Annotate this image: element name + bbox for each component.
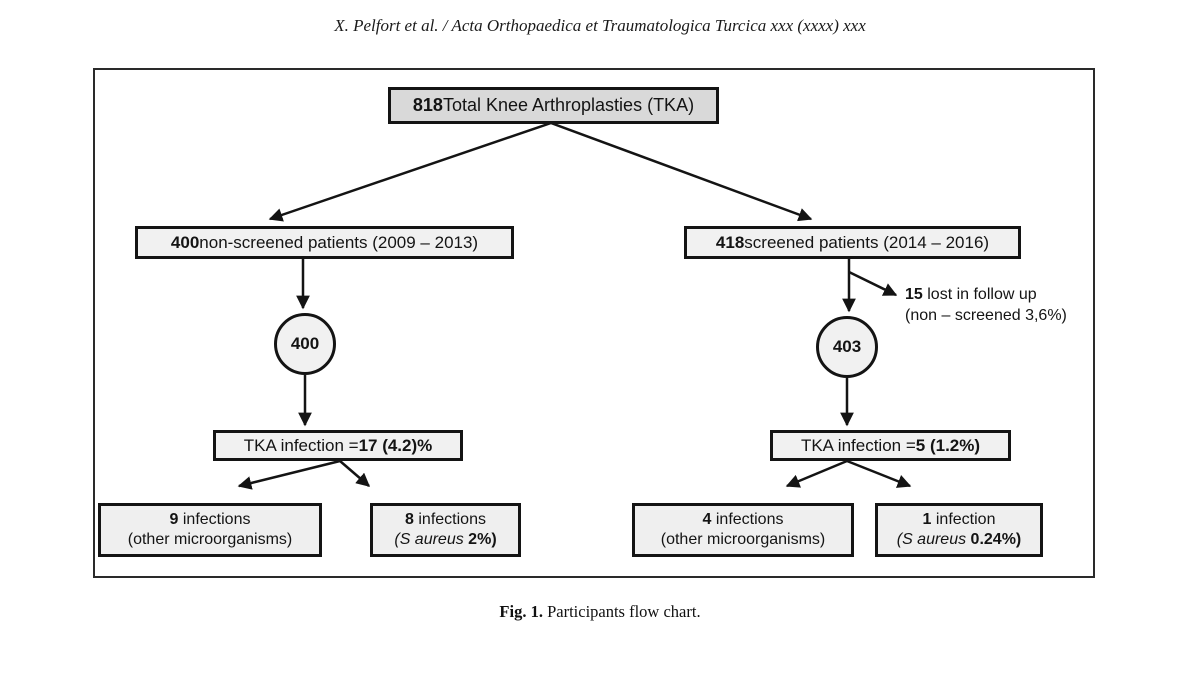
total-tka-count: 818 [412,95,443,115]
circle-screened-n: 403 [816,316,878,378]
outcome-right-other-rest: infections [711,511,784,528]
outcome-right-saureus-line2: (S aureus 0.24%) [897,530,1022,550]
paren-close: ) [1015,531,1022,548]
nonscreened-box: 400 non-screened patients (2009 – 2013) [135,226,514,259]
lost-followup-label: lost in follow up [922,286,1037,303]
figure-caption-label: Fig. 1. [499,602,543,621]
outcome-right-other-line1: 4 infections [703,510,784,530]
infection-right-box: TKA infection = 5 (1.2%) [770,430,1011,461]
paren-open: ( [896,531,903,548]
outcome-right-other-line2: (other microorganisms) [660,531,826,548]
species-pct: 2% [463,531,492,548]
species-name: S aureus [399,531,464,548]
outcome-right-saureus-rest: infection [931,511,996,528]
infection-right-prefix: TKA infection = [800,435,916,455]
infection-left-value: 17 (4.2)% [358,435,433,455]
outcome-right-other-count: 4 [702,511,712,528]
outcome-right-saureus-count: 1 [922,511,932,528]
screened-label: screened patients (2014 – 2016) [744,232,990,252]
lost-followup-note: 15 lost in follow up (non – screened 3,6… [905,284,1067,326]
infection-left-box: TKA infection = 17 (4.2)% [213,430,463,461]
outcome-left-other-rest: infections [178,511,251,528]
outcome-right-saureus-line1: 1 infection [923,510,996,530]
total-tka-label: Total Knee Arthroplasties (TKA) [442,95,695,115]
outcome-left-saureus-line2: (S aureus 2%) [394,530,496,550]
outcome-left-other-box: 9 infections (other microorganisms) [98,503,322,557]
outcome-left-saureus-rest: infections [413,511,486,528]
species-pct: 0.24% [966,531,1016,548]
figure-caption: Fig. 1. Participants flow chart. [0,602,1200,622]
paren-open: ( [394,531,400,548]
outcome-right-saureus-box: 1 infection (S aureus 0.24%) [875,503,1043,557]
infection-right-value: 5 (1.2%) [915,435,981,455]
screened-box: 418 screened patients (2014 – 2016) [684,226,1021,259]
nonscreened-count: 400 [170,232,200,252]
journal-running-head: X. Pelfort et al. / Acta Orthopaedica et… [334,16,866,35]
lost-followup-line2: (non – screened 3,6%) [905,307,1067,324]
infection-left-prefix: TKA infection = [243,435,359,455]
total-tka-box: 818 Total Knee Arthroplasties (TKA) [388,87,719,124]
outcome-left-other-line1: 9 infections [170,510,251,530]
outcome-right-other-box: 4 infections (other microorganisms) [632,503,854,557]
lost-followup-line1: 15 lost in follow up [905,284,1067,305]
outcome-left-saureus-line1: 8 infections [405,510,486,530]
figure-caption-text: Participants flow chart. [542,602,701,621]
paren-close: ) [491,531,497,548]
species-name: S aureus [902,531,967,548]
outcome-left-saureus-box: 8 infections (S aureus 2%) [370,503,521,557]
lost-followup-count: 15 [905,286,923,303]
screened-count: 418 [715,232,745,252]
outcome-left-saureus-count: 8 [405,511,414,528]
outcome-left-other-count: 9 [169,511,179,528]
nonscreened-label: non-screened patients (2009 – 2013) [199,232,479,252]
outcome-left-other-line2: (other microorganisms) [127,531,293,548]
circle-nonscreened-n: 400 [274,313,336,375]
